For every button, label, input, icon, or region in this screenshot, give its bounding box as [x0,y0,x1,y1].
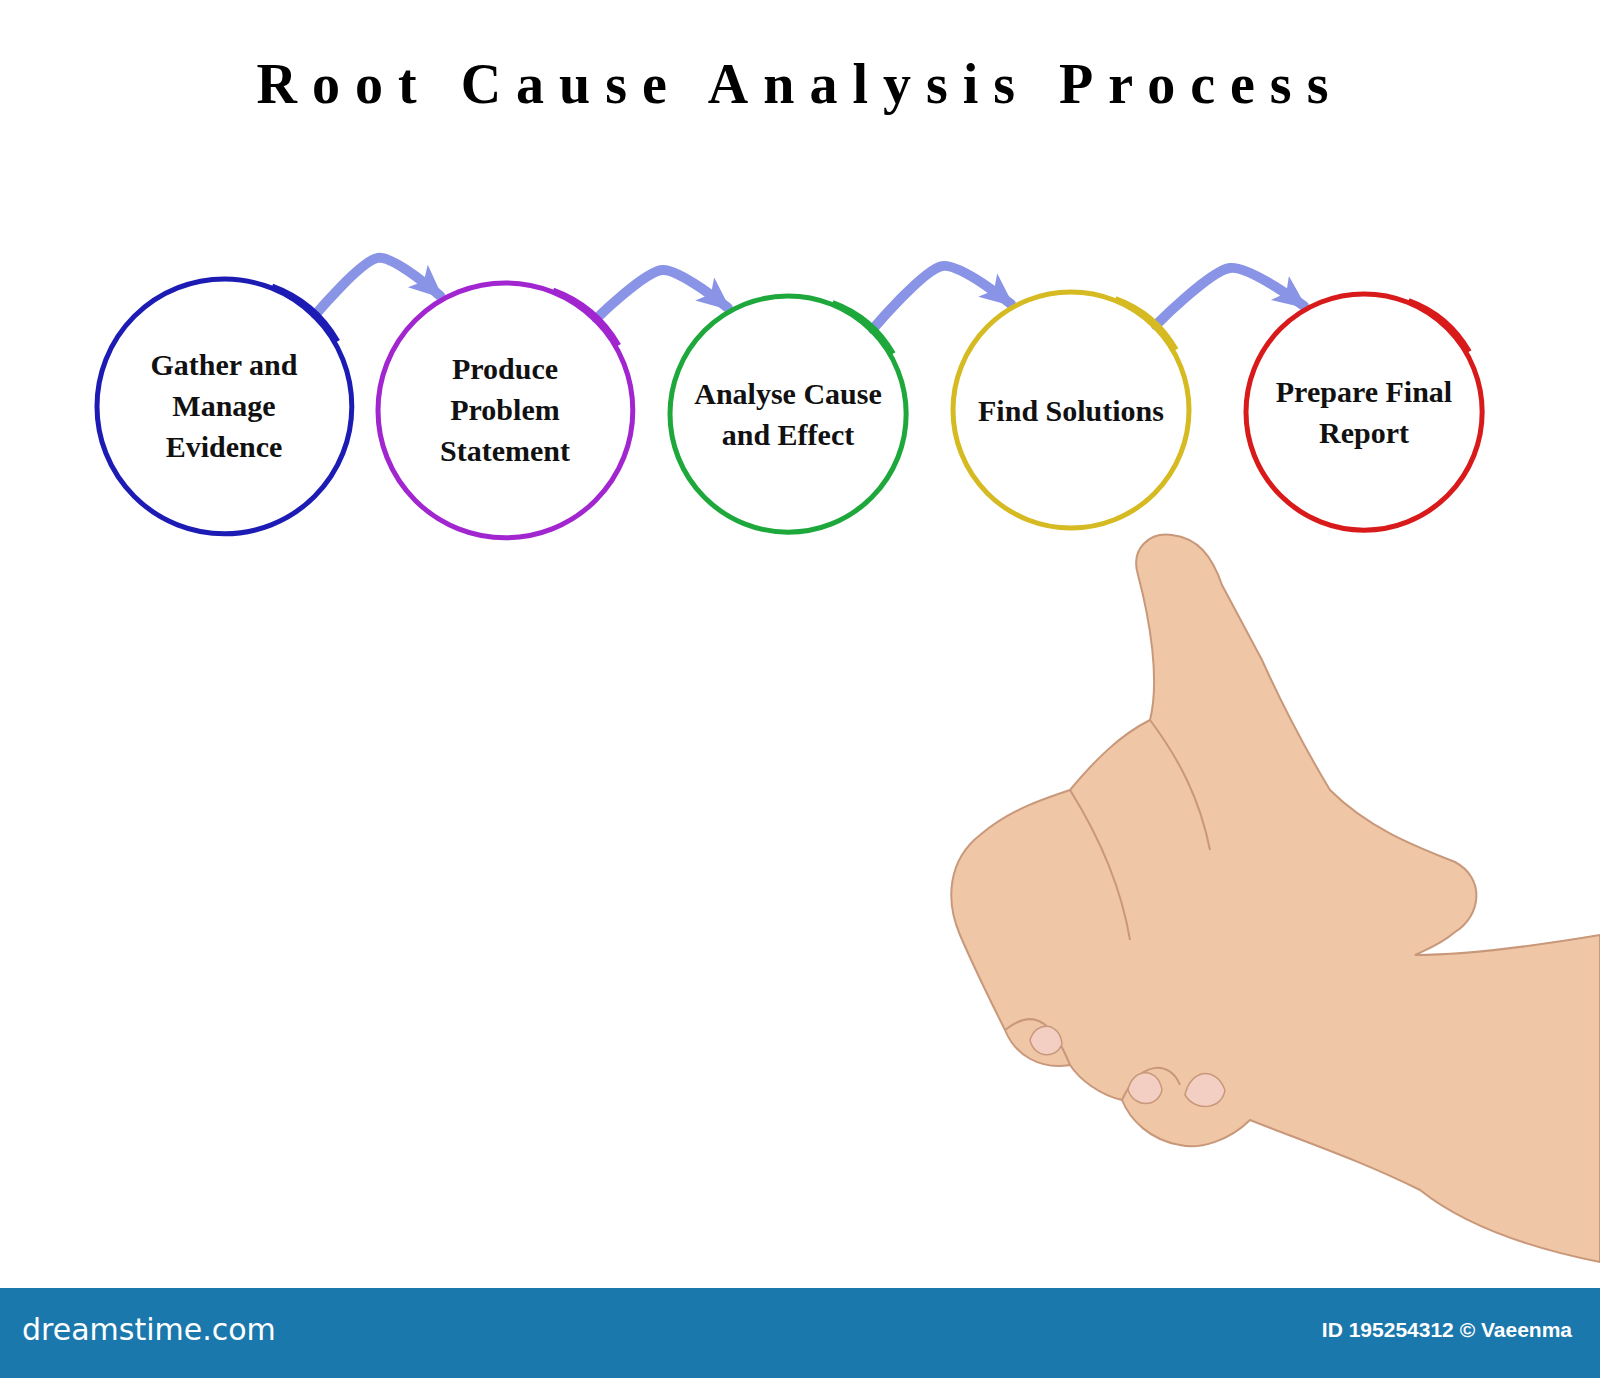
step-label: Find Solutions [971,390,1171,431]
step-label: Prepare Final Report [1264,371,1464,453]
process-circle: Find Solutions [949,288,1193,532]
circle-stroke [97,279,352,534]
fingernail [1128,1073,1162,1104]
step-label: Analyse Cause and Effect [688,373,888,455]
circle-overlap [1408,298,1472,353]
hand-shape [951,535,1600,1262]
finger-crease [1070,790,1130,940]
circle-outline [1242,290,1486,534]
finger-crease [1150,720,1210,850]
process-circle: Prepare Final Report [1242,290,1486,534]
circle-overlap [1115,296,1179,351]
circle-stroke [378,283,633,538]
process-circle: Analyse Cause and Effect [666,292,910,536]
watermark-id: ID 195254312 © Vaeenma [1322,1318,1572,1342]
flow-arrow [873,266,1011,329]
circle-overlap [832,300,896,355]
finger-crease [1005,1019,1070,1065]
step-label: Produce Problem Statement [405,348,605,471]
footer-bar: dreamstime.com ID 195254312 © Vaeenma [0,1288,1600,1378]
flow-arrow [596,270,727,319]
process-circle: Gather and Manage Evidence [93,275,356,538]
fingernail [1185,1074,1225,1107]
circle-stroke [953,292,1189,528]
step-label: Gather and Manage Evidence [124,344,324,467]
fingernail [1030,1026,1062,1055]
diagram-title: Root Cause Analysis Process [0,52,1600,116]
circle-stroke [1246,294,1482,530]
circle-stroke [670,296,906,532]
flow-arrow [315,258,440,315]
circle-outline [666,292,910,536]
circle-overlap [271,283,340,342]
process-circle: Produce Problem Statement [374,279,637,542]
circle-overlap [552,287,621,346]
flow-arrow [1156,268,1304,325]
watermark-logo: dreamstime.com [22,1312,276,1347]
